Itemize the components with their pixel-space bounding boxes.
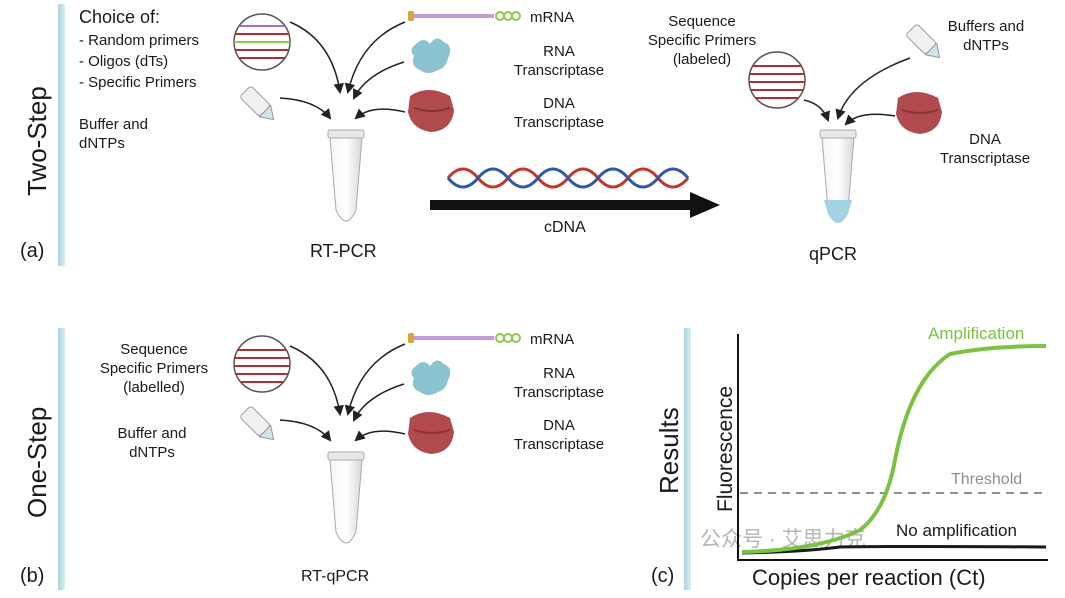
no-amplification-label: No amplification bbox=[896, 521, 1017, 540]
cdna-arrow bbox=[430, 192, 720, 218]
primer-circle-b bbox=[233, 335, 291, 393]
dna-transcriptase-icon-right bbox=[896, 92, 942, 134]
input-arrows-a bbox=[279, 21, 406, 120]
mrna-strand-b bbox=[408, 333, 521, 343]
rt-pcr-tube-icon bbox=[327, 129, 365, 222]
rna-transcriptase-icon-b bbox=[411, 360, 451, 395]
panel-letter-b: (b) bbox=[20, 565, 45, 587]
choice-random-primers: - Random primers bbox=[79, 32, 200, 49]
primer-circle-a bbox=[233, 13, 291, 71]
amplification-curve bbox=[741, 344, 1047, 554]
cdna-label: cDNA bbox=[544, 219, 586, 236]
rt-qpcr-tube-icon bbox=[327, 451, 365, 544]
results-sidebar bbox=[684, 328, 691, 590]
mrna-label-b: mRNA bbox=[530, 331, 575, 348]
choice-specific-primers: - Specific Primers bbox=[79, 74, 197, 91]
buffer-tube-icon-a bbox=[240, 86, 275, 121]
rt-pcr-label: RT-PCR bbox=[310, 241, 377, 261]
buffer-tube-icon-b bbox=[240, 406, 275, 441]
copies-axis-label: Copies per reaction (Ct) bbox=[752, 565, 986, 590]
input-arrows-right bbox=[803, 57, 911, 126]
mrna-strand-a bbox=[408, 11, 521, 21]
cdna-helix-icon bbox=[446, 167, 690, 189]
choice-oligos: - Oligos (dTs) bbox=[79, 53, 169, 70]
qpcr-label: qPCR bbox=[809, 244, 858, 264]
no-amplification-curve bbox=[741, 545, 1047, 555]
one-step-sidebar bbox=[58, 328, 65, 590]
dna-transcriptase-icon-a bbox=[408, 90, 454, 132]
watermark: 公众号 · 艾思力克 bbox=[700, 528, 866, 551]
amplification-label: Amplification bbox=[928, 324, 1025, 343]
results-chart bbox=[737, 334, 1048, 561]
input-arrows-b bbox=[279, 343, 406, 442]
two-step-sidebar bbox=[58, 4, 65, 266]
primer-circle-right bbox=[748, 51, 806, 109]
rt-qpcr-label: RT-qPCR bbox=[301, 568, 370, 585]
dna-transcriptase-icon-b bbox=[408, 412, 454, 454]
qpcr-tube-icon bbox=[819, 129, 857, 223]
buffer-tube-icon-right bbox=[906, 24, 941, 59]
threshold-label: Threshold bbox=[951, 471, 1023, 488]
rna-transcriptase-icon-a bbox=[411, 38, 451, 73]
choice-title: Choice of: bbox=[79, 7, 161, 27]
mrna-label-a: mRNA bbox=[530, 9, 575, 26]
panel-letter-c: (c) bbox=[651, 565, 675, 587]
panel-letter-a: (a) bbox=[20, 240, 45, 262]
